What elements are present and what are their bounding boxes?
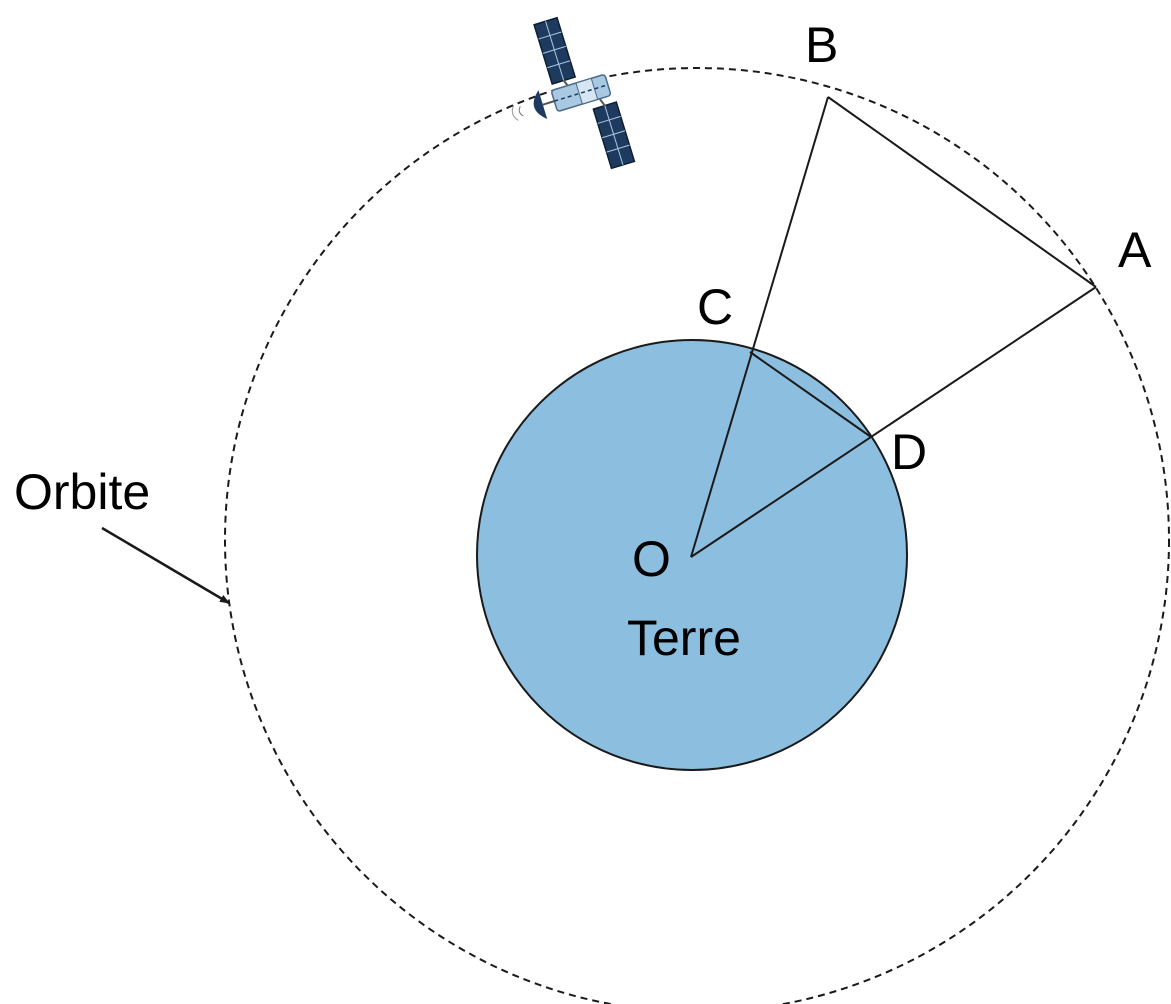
label-point-a: A [1118, 222, 1152, 278]
label-point-d: D [891, 424, 927, 480]
segment-cd [749, 351, 872, 438]
segment-oa [690, 286, 1097, 558]
label-orbit: Orbite [14, 464, 150, 520]
orbit-circle [224, 67, 1170, 1004]
orbit-pointer-arrow [101, 526, 230, 605]
label-earth: Terre [627, 610, 741, 666]
label-point-c: C [697, 279, 733, 335]
label-point-b: B [805, 17, 838, 73]
segment-ab [827, 96, 1097, 288]
segment-ob [690, 96, 829, 558]
satellite-icon [511, 16, 636, 170]
label-center-o: O [632, 531, 671, 587]
